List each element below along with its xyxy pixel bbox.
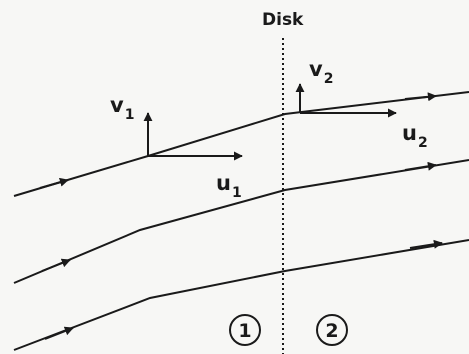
streamline-bottom-arrow-right	[409, 239, 443, 249]
streamline-middle-arrow-right	[404, 161, 437, 171]
streamline-middle	[13, 159, 469, 284]
streamline-bottom-arrow-left	[44, 326, 74, 340]
streamline-top-arrow-right	[404, 92, 437, 102]
streamline-middle-arrow-left	[41, 258, 71, 272]
streamline-top-arrow-left	[39, 177, 69, 189]
v1-label: v1	[110, 93, 134, 123]
region-2-label: 2	[325, 320, 338, 342]
v2-label: v2	[309, 57, 333, 87]
u1-label: u1	[216, 171, 242, 201]
streamline-bottom	[13, 239, 469, 351]
streamline-top	[13, 91, 469, 197]
u2-label: u2	[402, 121, 428, 151]
region-1-circle	[229, 314, 261, 346]
region-1-label: 1	[238, 320, 251, 342]
region-2-circle	[316, 314, 348, 346]
disk-label: Disk	[262, 10, 304, 30]
